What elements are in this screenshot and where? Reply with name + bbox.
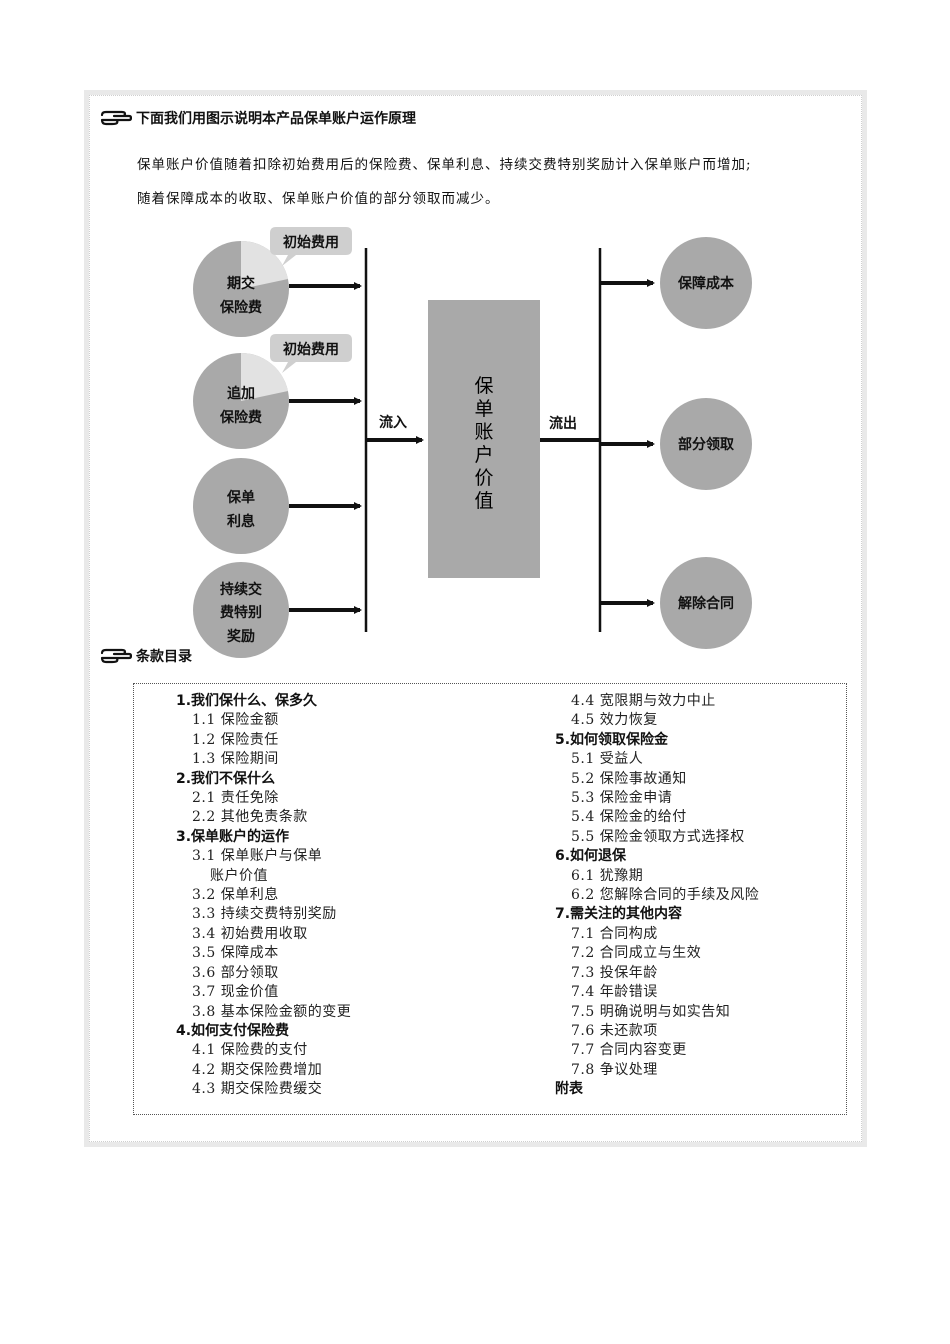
toc-item: 2.1 责任免除 — [192, 790, 279, 807]
svg-text:户: 户 — [474, 444, 493, 466]
toc-item: 5.1 受益人 — [571, 751, 644, 768]
output-arrows — [600, 279, 655, 607]
input-label-line: 期交 — [227, 275, 255, 292]
toc-item: 7.6 未还款项 — [571, 1022, 658, 1039]
toc-column-left: 1.我们保什么、保多久 1.1 保险金额 1.2 保险责任 1.3 保险期间 2.我们不… — [176, 692, 351, 1100]
toc-item: 3.6 部分领取 — [192, 964, 279, 981]
toc-item: 4.5 效力恢复 — [571, 712, 658, 729]
initial-fee-slice — [241, 240, 288, 289]
initial-fee-bubble-1: 初始费用 — [270, 227, 352, 266]
output-label: 解除合同 — [678, 595, 734, 612]
toc-item: 7.1 合同构成 — [571, 925, 658, 942]
output-label: 保障成本 — [677, 275, 735, 292]
initial-fee-slice — [241, 352, 288, 401]
toc-item: 5.2 保险事故通知 — [571, 770, 687, 787]
input-label-line: 保险费 — [219, 299, 262, 316]
toc-item: 7.3 投保年龄 — [571, 964, 658, 981]
input-label-line: 保单 — [226, 489, 255, 506]
output-partial-withdrawal: 部分领取 — [660, 398, 752, 490]
toc-section-heading: 5.如何领取保险金 — [555, 731, 669, 748]
section-heading-diagram: 下面我们用图示说明本产品保单账户运作原理 — [100, 108, 416, 128]
inflow-label: 流入 — [379, 414, 407, 431]
toc-section-heading: 2.我们不保什么 — [176, 770, 276, 787]
input-label-line: 持续交 — [220, 581, 262, 598]
input-label-line: 保险费 — [219, 409, 262, 426]
pointing-hand-icon — [100, 648, 132, 664]
svg-text:账: 账 — [474, 421, 493, 443]
intro-line-2: 随着保障成本的收取、保单账户价值的部分领取而减少。 — [137, 191, 500, 207]
toc-column-right: 4.4 宽限期与效力中止 4.5 效力恢复 5.如何领取保险金 5.1 受益人 5.2 … — [555, 692, 759, 1100]
toc-section-heading: 6.如何退保 — [555, 848, 627, 865]
toc-item: 6.2 您解除合同的手续及风险 — [571, 887, 760, 904]
svg-text:单: 单 — [474, 398, 493, 420]
output-protection-cost: 保障成本 — [660, 237, 752, 329]
toc-item: 7.7 合同内容变更 — [571, 1042, 687, 1059]
toc-item: 5.4 保险金的给付 — [571, 809, 687, 826]
toc-section-heading: 3.保单账户的运作 — [176, 828, 290, 845]
toc-item: 3.2 保单利息 — [192, 887, 279, 904]
page-frame — [84, 90, 867, 1147]
toc-section-heading: 7.需关注的其他内容 — [555, 906, 683, 923]
intro-line-1: 保单账户价值随着扣除初始费用后的保险费、保单利息、持续交费特别奖励计入保单账户而… — [137, 157, 752, 173]
input-policy-interest: 保单 利息 — [193, 458, 289, 554]
page-frame-inner — [89, 95, 862, 1142]
input-label-line: 追加 — [227, 385, 255, 402]
input-continuous-payment-bonus: 持续交 费特别 奖励 — [193, 562, 289, 658]
toc-item: 3.3 持续交费特别奖励 — [192, 906, 337, 923]
toc-item: 3.5 保障成本 — [192, 945, 279, 962]
section-heading-text: 条款目录 — [136, 649, 192, 665]
toc-item: 账户价值 — [210, 867, 268, 884]
table-of-contents-box — [133, 683, 847, 1115]
svg-text:保: 保 — [474, 375, 493, 397]
output-contract-termination: 解除合同 — [660, 557, 752, 649]
toc-item: 7.4 年龄错误 — [571, 984, 658, 1001]
svg-text:价: 价 — [474, 467, 493, 489]
initial-fee-bubble-2: 初始费用 — [270, 334, 352, 373]
input-label-line: 费特别 — [220, 604, 262, 621]
toc-item: 4.3 期交保险费缓交 — [192, 1081, 323, 1098]
toc-item: 2.2 其他免责条款 — [192, 809, 308, 826]
toc-item: 1.1 保险金额 — [192, 712, 279, 729]
toc-item: 7.5 明确说明与如实告知 — [571, 1003, 731, 1020]
toc-item: 3.8 基本保险金额的变更 — [192, 1003, 352, 1020]
toc-item: 5.3 保险金申请 — [571, 790, 673, 807]
toc-item: 3.1 保单账户与保单 — [192, 848, 323, 865]
input-label-line: 利息 — [227, 513, 255, 530]
input-premium-regular: 期交 保险费 — [193, 240, 289, 337]
bubble-label: 初始费用 — [283, 341, 339, 358]
input-arrows — [289, 282, 362, 614]
policy-account-label: 保 单 账 户 价 值 — [474, 375, 493, 512]
toc-item: 3.7 现金价值 — [192, 984, 279, 1001]
toc-item: 1.2 保险责任 — [192, 731, 279, 748]
policy-account-box — [428, 300, 540, 578]
account-flow-diagram: 期交 保险费 初始费用 追加 保险费 初始费用 保单 利息 持续交 费特别 奖励… — [193, 227, 752, 658]
toc-item: 7.8 争议处理 — [571, 1061, 658, 1078]
input-label-line: 奖励 — [227, 628, 255, 645]
toc-item: 6.1 犹豫期 — [571, 867, 644, 884]
toc-item: 7.2 合同成立与生效 — [571, 945, 702, 962]
toc-item: 3.4 初始费用收取 — [192, 925, 308, 942]
input-premium-additional: 追加 保险费 — [193, 352, 289, 449]
svg-text:值: 值 — [474, 490, 493, 512]
toc-section-heading: 1.我们保什么、保多久 — [176, 693, 318, 709]
toc-section-heading: 附表 — [555, 1081, 583, 1098]
pointing-hand-icon — [100, 110, 132, 126]
outflow-label: 流出 — [549, 415, 577, 432]
output-label: 部分领取 — [678, 436, 735, 453]
toc-item: 1.3 保险期间 — [192, 751, 279, 768]
section-heading-toc: 条款目录 — [100, 646, 192, 666]
toc-item: 4.4 宽限期与效力中止 — [571, 693, 716, 709]
section-heading-text: 下面我们用图示说明本产品保单账户运作原理 — [136, 111, 416, 127]
toc-item: 5.5 保险金领取方式选择权 — [571, 828, 745, 845]
toc-item: 4.1 保险费的支付 — [192, 1042, 308, 1059]
toc-item: 4.2 期交保险费增加 — [192, 1061, 323, 1078]
bubble-label: 初始费用 — [283, 234, 339, 251]
toc-section-heading: 4.如何支付保险费 — [176, 1022, 290, 1039]
